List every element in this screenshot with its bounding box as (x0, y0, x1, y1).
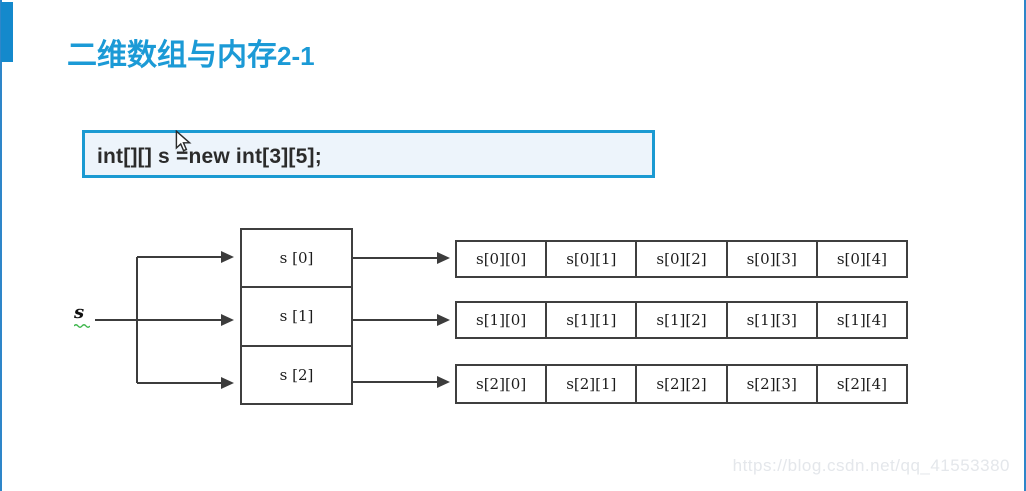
array-cell: s[1][1] (545, 303, 635, 337)
arrowhead-icon (221, 251, 234, 263)
title-accent-bar (1, 2, 13, 62)
arrowhead-icon (221, 314, 234, 326)
pointer-cell-2: s [2] (242, 344, 351, 403)
memory-row-1: s[1][0] s[1][1] s[1][2] s[1][3] s[1][4] (455, 301, 908, 339)
slide-left-border (0, 0, 2, 491)
watermark: https://blog.csdn.net/qq_41553380 (732, 456, 1010, 475)
title-text: 二维数组与内存 (67, 39, 277, 72)
code-text: int[][] s =new int[3][5]; (97, 145, 322, 168)
array-cell: s[1][3] (725, 303, 816, 337)
array-cell: s[1][0] (476, 311, 527, 329)
arrowhead-icon (221, 377, 234, 389)
pointer-array-box: s [0] s [1] s [2] (240, 228, 353, 405)
pointer-cell-0: s [0] (279, 249, 314, 268)
title-suffix: 2-1 (277, 41, 315, 71)
array-cell: s[1][2] (635, 303, 725, 337)
mouse-cursor-icon (175, 130, 192, 152)
array-cell: s[2][4] (815, 366, 906, 402)
array-cell: s[2][1] (545, 366, 635, 402)
memory-row-0: s[0][0] s[0][1] s[0][2] s[0][3] s[0][4] (455, 240, 908, 278)
array-cell: s[0][4] (815, 242, 906, 276)
page-title: 二维数组与内存2-1 (67, 38, 315, 74)
arrowhead-icon (437, 314, 450, 326)
array-cell: s[0][3] (725, 242, 816, 276)
array-cell: s[0][0] (476, 250, 527, 268)
array-cell: s[1][4] (815, 303, 906, 337)
array-cell: s[0][2] (635, 242, 725, 276)
arrowhead-icon (437, 252, 450, 264)
memory-row-2: s[2][0] s[2][1] s[2][2] s[2][3] s[2][4] (455, 364, 908, 404)
array-cell: s[2][2] (635, 366, 725, 402)
spellcheck-squiggle-icon (74, 324, 90, 328)
arrowhead-icon (437, 376, 450, 388)
array-variable-text: s (74, 302, 85, 323)
array-cell: s[2][3] (725, 366, 816, 402)
array-cell: s[2][0] (476, 375, 527, 393)
code-declaration-box: int[][] s =new int[3][5]; (82, 130, 655, 178)
pointer-cell-1: s [1] (242, 286, 351, 344)
array-variable-label: s (74, 302, 90, 328)
array-cell: s[0][1] (545, 242, 635, 276)
slide-right-border (1024, 0, 1026, 491)
